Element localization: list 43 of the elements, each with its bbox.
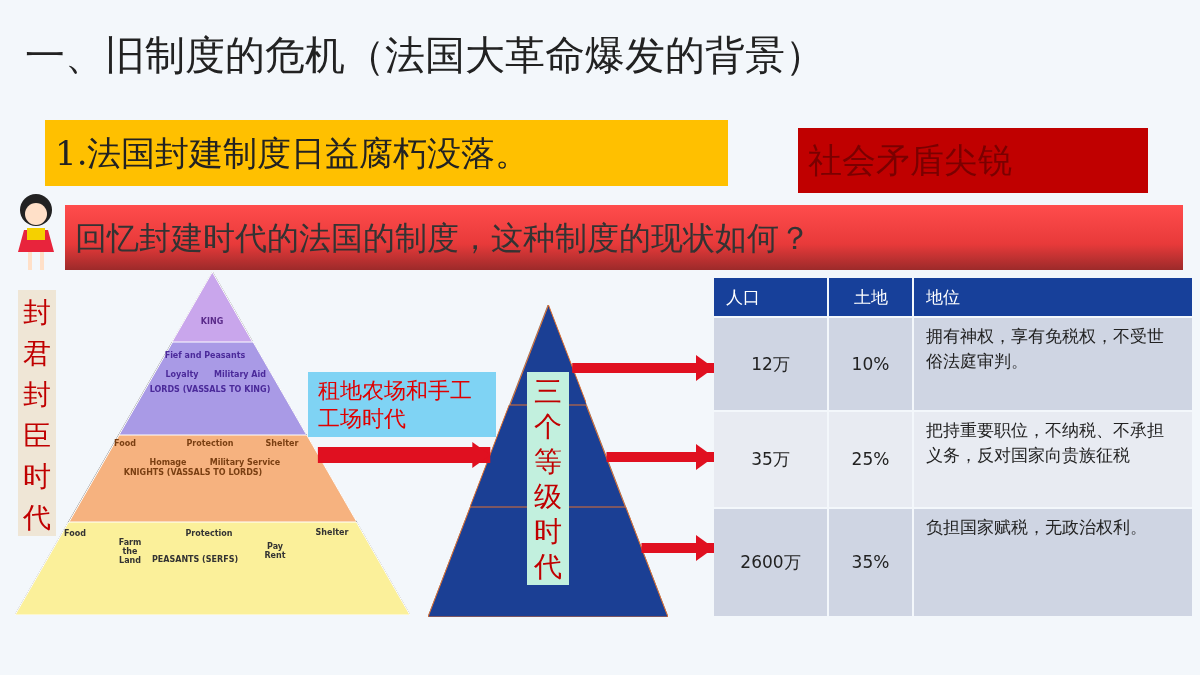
slide-title: 一、旧制度的危机（法国大革命爆发的背景） [25, 31, 825, 80]
tier-label: PEASANTS (SERFS) [151, 555, 239, 565]
tier-label: Military Service [209, 458, 281, 468]
tier-label: Fief and Peasants [164, 351, 246, 361]
tier-label: Loyalty [165, 370, 199, 380]
vertical-text-band: 封君封臣时代 [18, 290, 56, 536]
tier-label: Farm the Land [117, 538, 143, 566]
table-cell: 拥有神权，享有免税权，不受世俗法庭审判。 [914, 318, 1192, 410]
table-cell: 12万 [714, 318, 827, 410]
question-banner: 回忆封建时代的法国的制度，这种制度的现状如何？ [65, 205, 1183, 270]
tier-label: Shelter [315, 528, 349, 538]
arrow [317, 442, 491, 468]
table-cell: 把持重要职位，不纳税、不承担义务，反对国家向贵族征税 [914, 412, 1192, 507]
pyramid-tier [68, 435, 357, 522]
heading-banner: 1.法国封建制度日益腐朽没落。 [45, 120, 728, 186]
table-cell: 35万 [714, 412, 827, 507]
pyramid-tier [118, 342, 307, 435]
tier-label: Food [114, 439, 136, 449]
arrow [641, 535, 714, 561]
tier-label: Pay Rent [263, 543, 287, 561]
tier-label: Military Aid [214, 370, 266, 380]
heading-banner: 社会矛盾尖锐 [798, 128, 1148, 193]
arrow [572, 355, 714, 381]
tier-label: Protection [185, 529, 233, 539]
table-header-cell: 土地 [829, 278, 912, 316]
table-header-cell: 地位 [914, 278, 1192, 316]
tier-label: Homage [149, 458, 187, 468]
table-cell: 35% [829, 509, 912, 616]
table-cell: 25% [829, 412, 912, 507]
table-header-cell: 人口 [714, 278, 827, 316]
vertical-text-band: 三个等级时代 [527, 372, 569, 585]
table-cell: 负担国家赋税，无政治权利。 [914, 509, 1192, 616]
tier-label: Shelter [265, 439, 299, 449]
table-cell: 10% [829, 318, 912, 410]
tier-label: KNIGHTS (VASSALS TO LORDS) [123, 468, 263, 478]
tier-label: Protection [186, 439, 234, 449]
text-box: 租地农场和手工工场时代 [308, 372, 496, 437]
table-cell: 2600万 [714, 509, 827, 616]
arrow [606, 444, 714, 470]
tier-label: Food [64, 529, 86, 539]
tier-label: KING [200, 317, 224, 327]
tier-label: LORDS (VASSALS TO KING) [149, 385, 271, 395]
pyramid-drawing [428, 305, 668, 617]
